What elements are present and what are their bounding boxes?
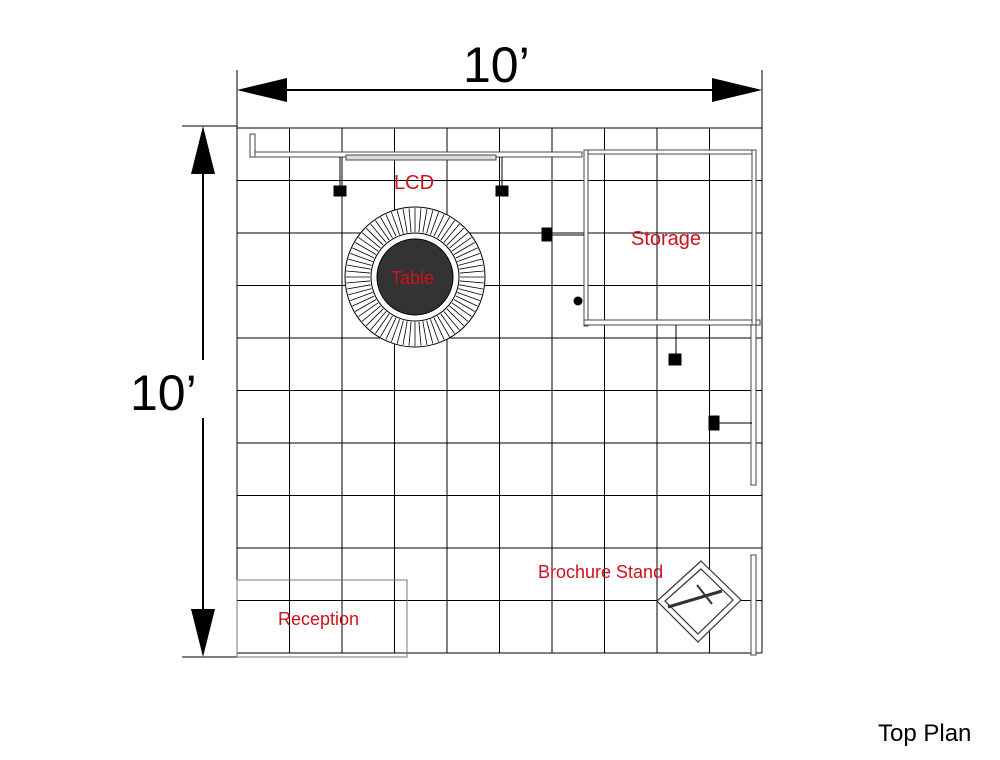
- storage-label: Storage: [631, 228, 702, 250]
- round-table: [344, 206, 486, 348]
- dimension-depth: [182, 125, 237, 658]
- reception-counter: [236, 579, 408, 658]
- dimension-width: [236, 70, 763, 128]
- light-fixtures: [333, 157, 752, 431]
- plan-caption: Top Plan: [878, 720, 972, 747]
- floor-grid: [236, 127, 763, 654]
- table-label: Table: [391, 268, 435, 288]
- reception-label: Reception: [278, 609, 360, 629]
- brochure-stand: [656, 560, 742, 643]
- depth-dimension-label: 10’: [130, 365, 197, 421]
- back-wall: [249, 133, 583, 161]
- lcd-label: LCD: [394, 172, 435, 194]
- storage-walls: [583, 149, 761, 656]
- brochure-stand-label: Brochure Stand: [538, 562, 664, 582]
- width-dimension-label: 10’: [463, 37, 530, 93]
